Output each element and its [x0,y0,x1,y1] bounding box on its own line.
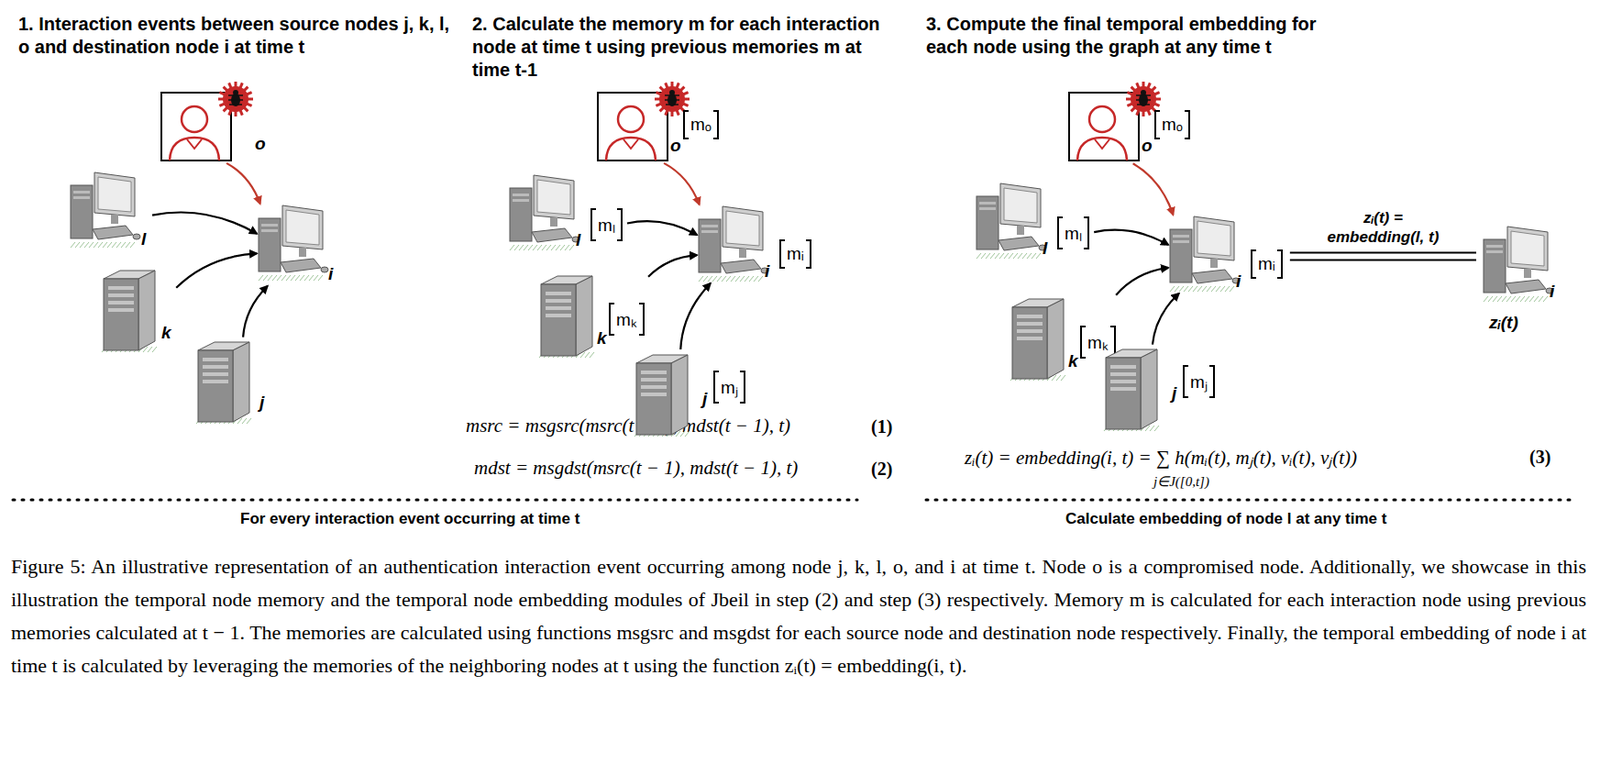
server-icon [196,339,252,428]
panel-footer: For every interaction event occurring at… [240,509,580,529]
interaction-arrow [627,220,697,235]
computer-icon [1168,214,1242,298]
memory-bracket: mᵢ [779,239,812,269]
equivalence-connector [1290,252,1477,260]
node-label: o [670,135,682,156]
interaction-arrow [1115,267,1169,296]
network-node: k [101,267,174,349]
network-node: i zᵢ(t) [1481,224,1556,335]
equation: mdst = msgdst(msrc(t − 1), mdst(t − 1), … [474,456,798,480]
node-label: j [1171,383,1177,404]
interaction-arrow [242,286,268,338]
interaction-arrow [1152,293,1180,345]
connector-label: zᵢ(t) = embedding(l, t) [1313,208,1452,247]
memory-bracket: mₖ [1080,325,1116,359]
node-label: i [328,264,333,285]
memory-bracket: mⱼ [713,370,746,404]
interaction-arrow [226,163,261,204]
computer-icon [696,204,771,287]
node-label: zᵢ(t) [1489,312,1519,333]
heading: 1. Interaction events between source nod… [18,12,459,59]
network-node: imᵢ [1168,214,1285,294]
server-icon [101,267,157,356]
node-label: l [575,230,581,251]
network-node: j [196,339,266,420]
server-icon [1103,346,1159,435]
network-node: omₒ [596,91,721,162]
computer-icon [507,173,582,256]
server-icon [1010,296,1066,385]
computer-icon [256,203,331,287]
network-node: kmₖ [539,273,647,354]
computer-icon [974,181,1049,265]
interaction-arrow [176,253,257,287]
memory-bracket: mₒ [1154,110,1191,140]
equation: zᵢ(t) = embedding(i, t) = ∑ h(mᵢ(t), mⱼ(… [964,443,1358,470]
memory-bracket: mₗ [590,208,623,242]
server-icon [539,273,595,362]
equation: msrc = msgsrc(msrc(t − 1), mdst(t − 1), … [465,414,791,438]
computer-icon [1481,224,1556,308]
figure-caption: Figure 5: An illustrative representation… [11,550,1587,683]
interaction-arrow [648,254,697,277]
equation-number: (2) [871,458,893,480]
node-label: i [1549,281,1555,302]
interaction-arrow [1133,163,1174,215]
heading: 2. Calculate the memory m for each inter… [472,12,904,82]
network-node: lmₗ [974,181,1092,261]
server-icon [634,352,690,441]
node-label: k [161,322,172,343]
compromised-user-icon [160,91,232,166]
compromised-user-icon [1068,91,1140,166]
node-label: l [1042,238,1048,259]
heading: 3. Compute the final temporal embedding … [926,12,1321,59]
interaction-arrow [680,283,711,350]
memory-bracket: mⱼ [1182,364,1215,398]
equation-number: (3) [1529,446,1551,468]
compromised-user-icon [596,91,669,166]
network-node: i [256,203,335,287]
memory-bracket: mₒ [683,110,719,140]
interaction-arrow [152,211,257,233]
equation-number: (1) [871,416,893,438]
node-label: o [254,133,266,155]
node-label: j [259,392,265,413]
memory-bracket: mᵢ [1250,249,1283,279]
network-node: imᵢ [696,204,814,284]
interaction-arrow [1093,230,1169,245]
node-label: l [141,229,146,250]
node-label: i [764,261,770,282]
network-node: l [68,170,148,252]
node-label: o [1141,135,1153,156]
node-label: j [702,388,707,409]
network-node: jmⱼ [634,352,748,433]
panel-footer: Calculate embedding of node l at any tim… [1065,509,1387,529]
memory-bracket: mₖ [608,302,645,336]
computer-icon [68,170,143,254]
node-label: k [1068,351,1079,372]
network-node: lmₗ [507,173,625,253]
network-node: o [160,91,268,162]
interaction-arrow [663,163,700,205]
sum-subscript: j∈J([0,t]) [1153,473,1210,490]
network-node: omₒ [1068,91,1192,162]
memory-bracket: mₗ [1057,216,1090,250]
network-node: jmⱼ [1103,346,1217,428]
node-label: k [596,328,607,349]
node-label: i [1235,271,1241,292]
network-node: kmₖ [1010,296,1118,377]
